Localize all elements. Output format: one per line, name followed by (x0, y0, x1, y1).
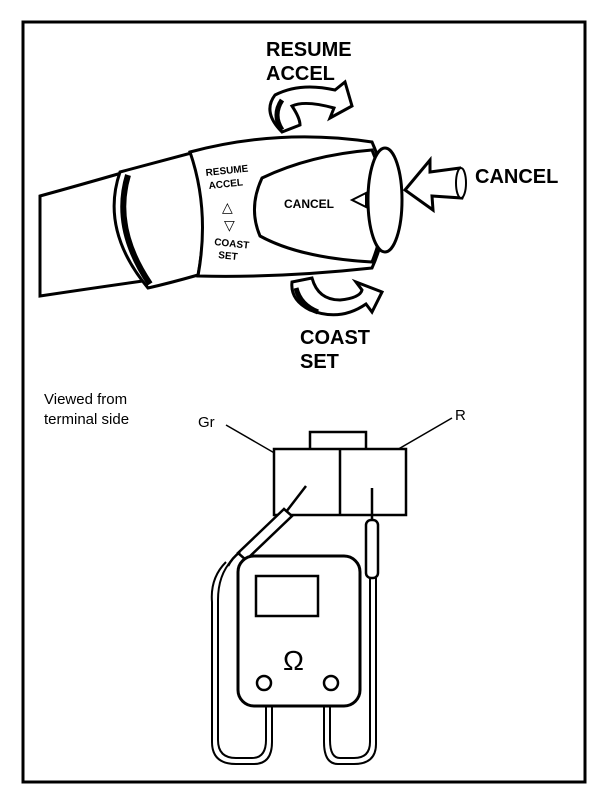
connector-latch (308, 430, 368, 452)
cancel-push-arrow-icon (402, 155, 467, 214)
down-triangle-icon: ▽ (224, 217, 235, 233)
probe-r-lead (329, 578, 371, 759)
ohmmeter: Ω (236, 554, 362, 708)
connector (272, 430, 408, 517)
probe-r (323, 488, 380, 765)
probe-gr (210, 485, 307, 765)
label-resume: RESUME (266, 39, 352, 61)
lever-text-set: SET (218, 250, 238, 263)
ohm-symbol-icon: Ω (283, 645, 304, 676)
cancel-knob (253, 148, 385, 264)
lever-text-cancel: CANCEL (284, 197, 334, 211)
ohmmeter-jack-right (322, 674, 340, 692)
lever-text-resume: RESUME (205, 164, 249, 179)
knob-cancel-pointer-icon (349, 191, 367, 209)
label-wire-r: R (455, 407, 466, 424)
coast-set-arrow-icon (290, 276, 385, 317)
ohmmeter-display (254, 574, 320, 618)
label-accel: ACCEL (266, 63, 335, 85)
probe-gr-lead (217, 559, 267, 759)
resume-accel-arrow-icon (268, 79, 354, 134)
combination-switch-lever: RESUME ACCEL △ ▽ COAST SET CANCEL (38, 135, 404, 298)
label-terminal-side: terminal side (44, 411, 129, 428)
up-triangle-icon: △ (222, 199, 233, 215)
diagram-frame (21, 20, 587, 784)
label-coast: COAST (300, 327, 370, 349)
label-wire-gr: Gr (198, 414, 215, 431)
label-cancel: CANCEL (475, 166, 558, 188)
knob-end-cap (366, 146, 404, 254)
lever-text-coast: COAST (214, 237, 250, 252)
lever-text-accel: ACCEL (208, 177, 243, 192)
label-set: SET (300, 351, 339, 373)
label-viewed-from: Viewed from (44, 391, 127, 408)
ohmmeter-jack-left (255, 674, 273, 692)
